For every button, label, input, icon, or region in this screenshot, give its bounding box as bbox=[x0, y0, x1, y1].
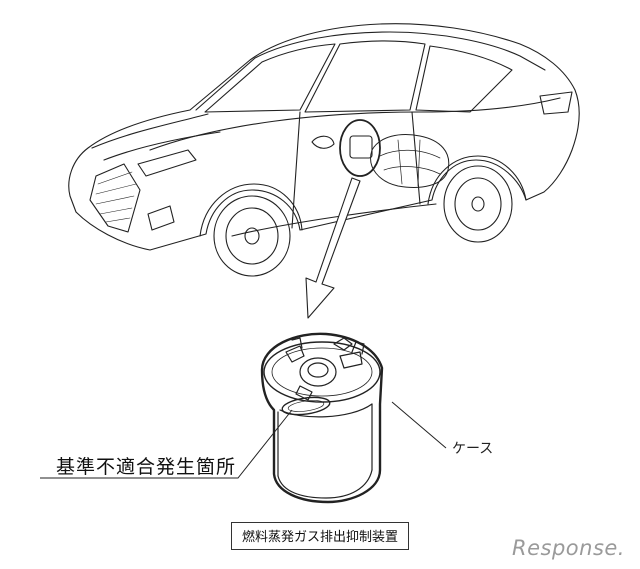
car-fuel-pump-module bbox=[349, 135, 373, 159]
car-side-mirror bbox=[311, 135, 335, 149]
car-rear-wheel-hub bbox=[471, 196, 485, 212]
defect-oval-inner bbox=[287, 400, 325, 412]
car-side-sill bbox=[231, 203, 437, 237]
car-fuel-tank-detail bbox=[379, 139, 441, 187]
magnify-arrow bbox=[305, 177, 361, 319]
car-grille bbox=[89, 163, 141, 233]
canister-body-bottom bbox=[277, 469, 373, 499]
canister-center-port-inner bbox=[307, 362, 329, 378]
car-rear-window bbox=[415, 45, 513, 113]
case-label: ケース bbox=[452, 441, 494, 457]
car-hood-crease bbox=[103, 131, 221, 161]
car-rear-wheel bbox=[443, 165, 513, 243]
canister-pipe-right bbox=[339, 341, 365, 369]
car-grille-mesh bbox=[95, 171, 137, 223]
canister-outline bbox=[260, 332, 384, 504]
car-roof-line bbox=[195, 31, 546, 111]
canister-lid-inner bbox=[271, 347, 373, 397]
defect-oval bbox=[281, 396, 331, 416]
canister-pipe-left bbox=[285, 337, 305, 363]
car-headlight bbox=[137, 149, 197, 177]
car-belt-line bbox=[149, 97, 561, 151]
car-body-outline bbox=[68, 23, 580, 251]
canister-illustration bbox=[260, 332, 384, 504]
car-fog-lamp bbox=[147, 205, 175, 231]
car-front-wheel-arch bbox=[199, 183, 303, 237]
caption-text: 燃料蒸発ガス排出抑制装置 bbox=[242, 530, 399, 545]
car-fuel-tank bbox=[370, 134, 450, 188]
car-front-wheel-rim bbox=[225, 207, 279, 265]
case-leader-line bbox=[391, 401, 447, 449]
defect-leader-line bbox=[40, 409, 293, 479]
canister-valve bbox=[295, 385, 313, 401]
car-windshield bbox=[204, 43, 336, 113]
car-rear-wheel-arch bbox=[427, 155, 527, 205]
response-watermark: Response. bbox=[512, 536, 625, 560]
car-rear-wheel-rim bbox=[454, 177, 502, 231]
car-door-line-2 bbox=[411, 111, 421, 205]
car-front-wheel bbox=[213, 195, 291, 277]
caption-box: 燃料蒸発ガス排出抑制装置 bbox=[231, 522, 410, 550]
canister-center-port bbox=[299, 357, 337, 387]
canister-highlight-ellipse bbox=[339, 119, 381, 177]
leader-lines bbox=[40, 401, 447, 479]
car-front-window bbox=[304, 40, 426, 113]
car-hood-line bbox=[91, 113, 209, 149]
canister-connector bbox=[333, 337, 353, 351]
car-illustration bbox=[68, 23, 580, 277]
car-front-wheel-hub bbox=[244, 227, 260, 245]
defect-location-label: 基準不適合発生箇所 bbox=[56, 456, 237, 478]
car-tail-light bbox=[539, 91, 573, 115]
car-door-line-1 bbox=[291, 111, 301, 229]
